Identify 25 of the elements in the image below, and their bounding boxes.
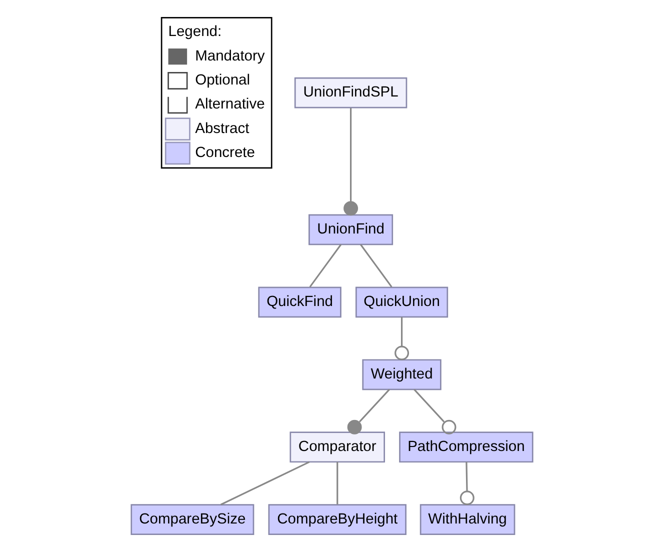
legend-label: Abstract: [195, 120, 250, 137]
legend-label: Concrete: [195, 144, 255, 161]
node-box: UnionFind: [308, 214, 394, 246]
connector: [309, 244, 342, 288]
connector: [360, 244, 392, 288]
node-box: QuickFind: [258, 286, 342, 318]
node-box: CompareByHeight: [268, 504, 406, 536]
node-box: QuickUnion: [355, 286, 448, 318]
node-box: Comparator: [290, 432, 385, 463]
connector: [220, 461, 310, 506]
connector: [460, 462, 474, 506]
node-box: PathCompression: [399, 432, 534, 463]
connector: [394, 316, 410, 360]
legend-label: Alternative: [195, 96, 265, 113]
connector: [414, 388, 456, 434]
node-box: CompareBySize: [130, 504, 254, 536]
connector: [336, 462, 338, 504]
connector: [344, 108, 358, 216]
legend-label: Mandatory: [195, 48, 265, 64]
label: Legend:: [168, 24, 222, 40]
node-box: UnionFindSPL: [294, 77, 408, 108]
legend-label: Optional: [195, 72, 250, 89]
connector: [347, 388, 390, 434]
node-box: WithHalving: [420, 504, 516, 536]
node-box: Weighted: [362, 359, 442, 390]
